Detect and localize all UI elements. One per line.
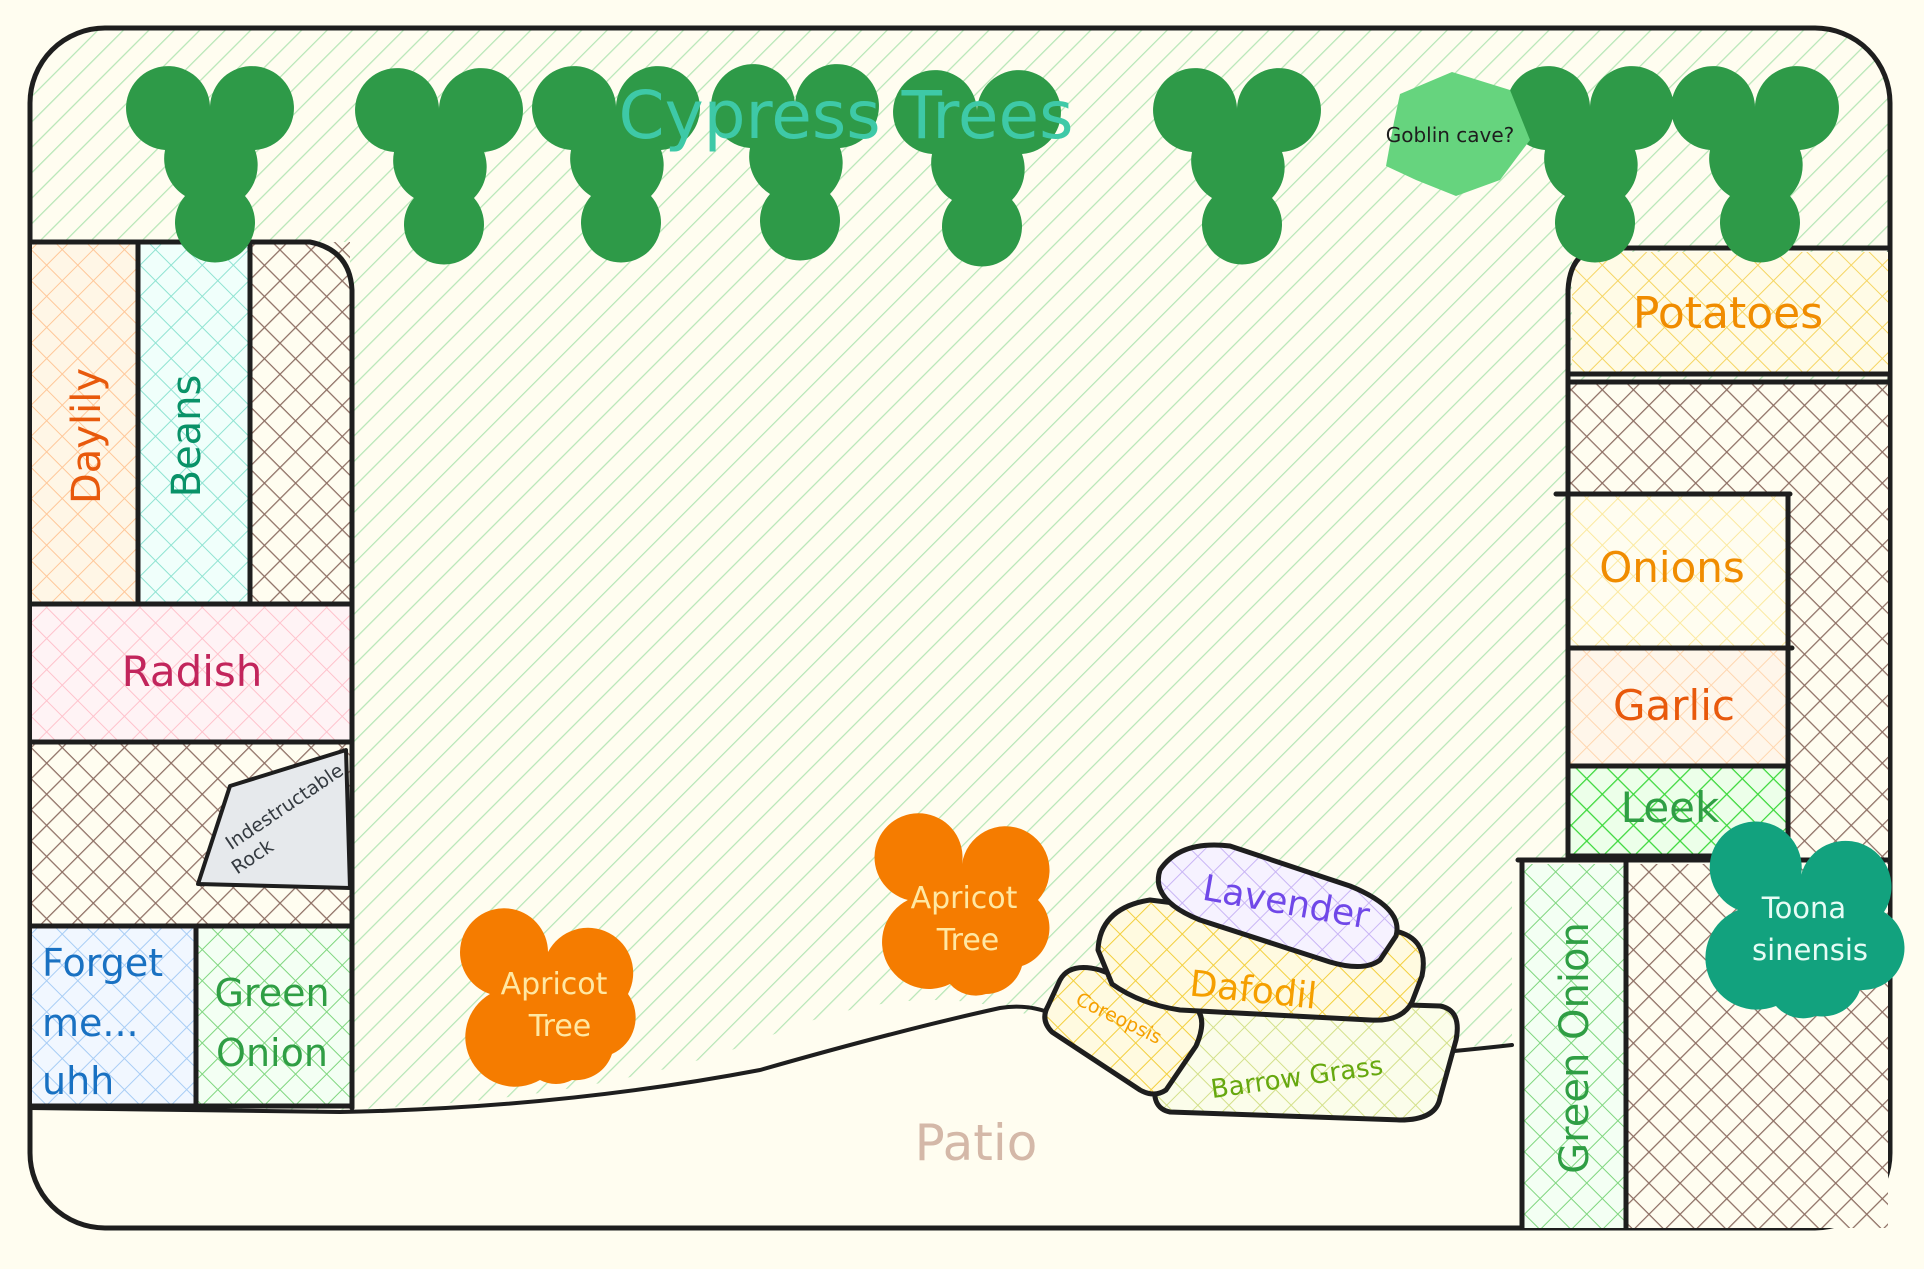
toona-label-2: sinensis xyxy=(1752,933,1868,967)
toona-label-1: Toona xyxy=(1761,891,1846,925)
apricot-label-1a: Apricot xyxy=(911,881,1018,916)
right-beds-outline xyxy=(1515,245,1891,1231)
patio-label: Patio xyxy=(915,1114,1038,1172)
bed-radish xyxy=(32,604,350,742)
apricot-tree xyxy=(460,908,636,1087)
potatoes-label: Potatoes xyxy=(1633,288,1823,339)
bed-beans xyxy=(138,242,250,604)
leek-label: Leek xyxy=(1621,783,1720,832)
bed-lavender xyxy=(1156,842,1400,969)
toona-tree xyxy=(1705,821,1905,1019)
bed-soil-right-side xyxy=(1788,494,1888,862)
indestructable-rock xyxy=(196,748,352,890)
bed-garlic xyxy=(1566,650,1788,764)
green-onion-left-label-1: Green xyxy=(214,971,329,1015)
cypress-tree xyxy=(1153,68,1321,265)
cypress-tree xyxy=(126,66,294,263)
left-beds xyxy=(29,239,355,1111)
bed-green-onion-left xyxy=(196,926,350,1106)
apricot-label-2a: Apricot xyxy=(501,967,608,1002)
bed-potatoes xyxy=(1572,252,1888,374)
garlic-label: Garlic xyxy=(1613,681,1735,730)
green-onion-left-label-2: Onion xyxy=(216,1031,328,1075)
goblin-cave-label: Goblin cave? xyxy=(1386,123,1515,147)
apricot-label-1b: Tree xyxy=(936,923,1000,958)
cypress-tree xyxy=(1671,66,1839,263)
yard-border xyxy=(27,25,1893,1231)
bed-forget-me xyxy=(32,926,196,1106)
bed-daylily xyxy=(32,242,138,604)
forget-label-2: me... xyxy=(42,1001,139,1045)
bed-green-onion-right xyxy=(1522,864,1626,1228)
cypress-tree-row xyxy=(126,64,1839,267)
daylily-label: Daylily xyxy=(64,368,110,504)
bed-onions xyxy=(1566,496,1788,646)
forget-label-1: Forget xyxy=(42,941,163,985)
goblin-cave xyxy=(1386,72,1530,196)
cypress-tree xyxy=(355,68,523,265)
cypress-tree xyxy=(893,70,1061,267)
forget-label-3: uhh xyxy=(42,1059,114,1103)
onions-label: Onions xyxy=(1599,543,1745,592)
left-beds-outline xyxy=(29,239,355,1111)
beans-label: Beans xyxy=(164,375,210,498)
lawn xyxy=(30,28,1890,1110)
title: Cypress Trees xyxy=(619,77,1074,154)
cypress-tree xyxy=(711,64,879,261)
cypress-tree xyxy=(532,66,700,263)
cypress-tree xyxy=(1506,66,1674,263)
bed-soil-strip xyxy=(250,242,350,604)
bed-soil-right-top xyxy=(1568,382,1888,494)
apricot-label-2b: Tree xyxy=(528,1009,592,1044)
flower-pile xyxy=(1042,842,1460,1123)
radish-label: Radish xyxy=(122,647,263,696)
green-onion-right-label: Green Onion xyxy=(1552,922,1598,1174)
apricot-tree xyxy=(874,813,1050,996)
